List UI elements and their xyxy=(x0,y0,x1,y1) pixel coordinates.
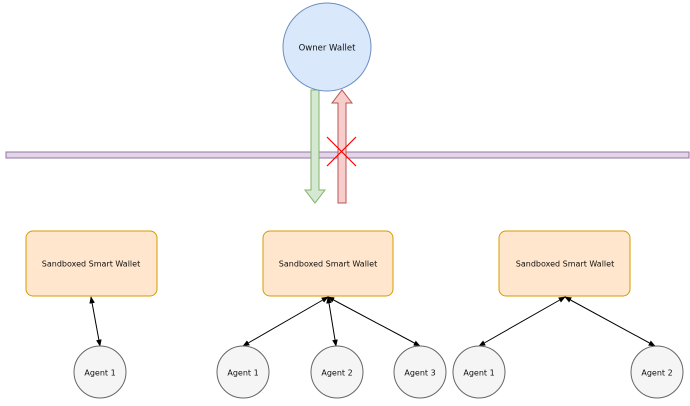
agent-label: Agent 1 xyxy=(227,369,258,378)
connector-w2-agent2 xyxy=(326,296,338,347)
sandboxed-wallet-1: Sandboxed Smart Wallet xyxy=(25,230,158,297)
agent-circle xyxy=(310,345,364,399)
connector-w1-agent1 xyxy=(89,296,102,347)
agent-label: Agent 2 xyxy=(641,369,672,378)
agent-label: Agent 1 xyxy=(84,369,115,378)
cross-mark-icon xyxy=(326,136,357,167)
agent-label: Agent 2 xyxy=(321,369,352,378)
sandboxed-wallet-label: Sandboxed Smart Wallet xyxy=(516,260,614,269)
sandboxed-wallet-label: Sandboxed Smart Wallet xyxy=(42,260,140,269)
sandboxed-wallet-box xyxy=(262,230,394,297)
agent-connectors xyxy=(89,296,656,347)
sandboxed-wallet-3: Sandboxed Smart Wallet xyxy=(498,230,631,297)
agent-label: Agent 3 xyxy=(404,369,435,378)
agent-circle xyxy=(452,345,506,399)
sandboxed-wallet-2: Sandboxed Smart Wallet xyxy=(262,230,394,297)
connector-w2-agent1 xyxy=(242,296,329,347)
connector-w3-agent2 xyxy=(564,296,656,347)
arrow-down-icon xyxy=(303,89,327,204)
sandboxed-wallet-box xyxy=(25,230,158,297)
agent-label: Agent 1 xyxy=(463,369,494,378)
sandboxed-wallet-box xyxy=(498,230,631,297)
agent-node-w3-2: Agent 2 xyxy=(630,345,684,399)
connector-w2-agent3 xyxy=(327,296,421,347)
arrow-up-icon xyxy=(330,89,354,204)
owner-wallet-label: Owner Wallet xyxy=(299,44,356,54)
agent-node-w2-1: Agent 1 xyxy=(216,345,270,399)
agent-circle xyxy=(216,345,270,399)
agent-circle xyxy=(73,345,127,399)
agent-node-w1-1: Agent 1 xyxy=(73,345,127,399)
agent-node-w3-1: Agent 1 xyxy=(452,345,506,399)
sandboxed-wallet-label: Sandboxed Smart Wallet xyxy=(279,260,377,269)
agent-node-w2-3: Agent 3 xyxy=(393,345,447,399)
owner-wallet-node: Owner Wallet xyxy=(282,2,372,92)
connector-w3-agent1 xyxy=(478,296,566,347)
agent-circle xyxy=(630,345,684,399)
agent-circle xyxy=(393,345,447,399)
owner-wallet-circle xyxy=(282,2,372,92)
agent-node-w2-2: Agent 2 xyxy=(310,345,364,399)
